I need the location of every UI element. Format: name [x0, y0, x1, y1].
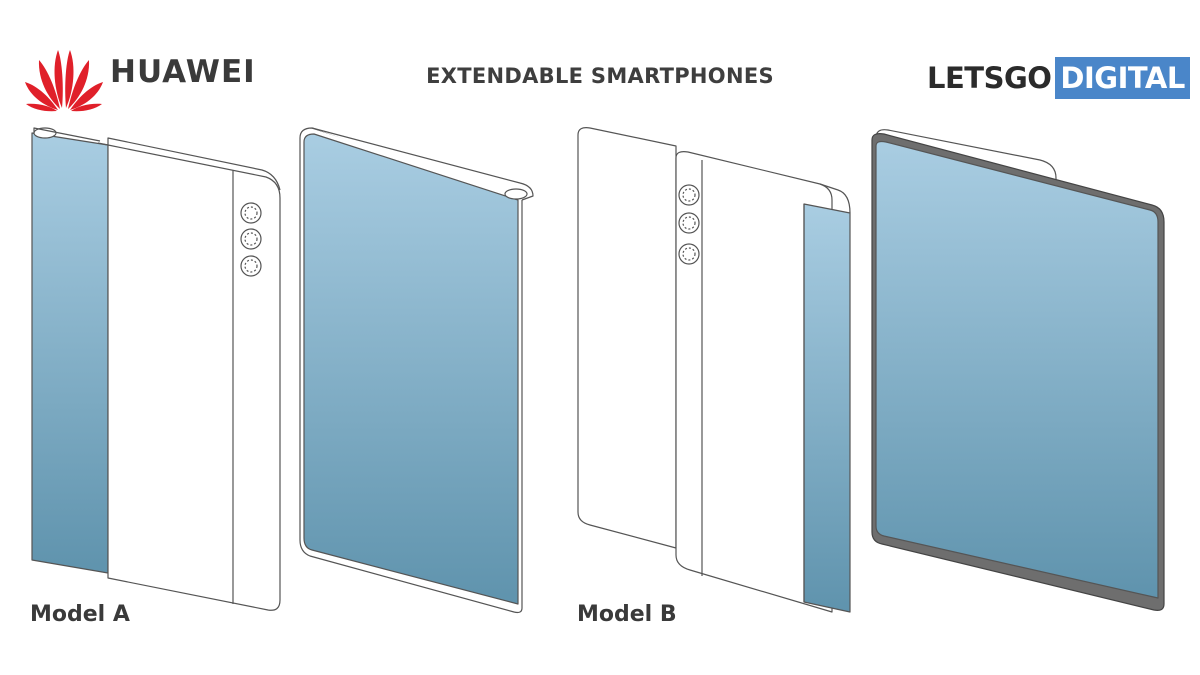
caption-model-b: Model B	[577, 602, 677, 627]
logo-text-letsgo: LETSGO	[927, 61, 1052, 95]
caption-model-a: Model A	[30, 602, 130, 627]
camera-lens-icon	[678, 243, 700, 265]
model-b-rear-view	[577, 127, 851, 613]
model-a-front-view	[299, 127, 534, 614]
camera-lens-icon	[678, 184, 700, 206]
page-title: EXTENDABLE SMARTPHONES	[426, 64, 774, 88]
letsgodigital-logo: LETSGO DIGITAL	[927, 57, 1190, 99]
huawei-flower-icon	[25, 50, 103, 112]
model-b-front-view	[871, 129, 1165, 611]
huawei-wordmark: HUAWEI	[110, 54, 256, 90]
camera-lens-icon	[240, 255, 262, 277]
logo-text-digital: DIGITAL	[1055, 57, 1190, 99]
huawei-logo: HUAWEI	[24, 46, 294, 112]
camera-lens-icon	[678, 212, 700, 234]
camera-lens-icon	[240, 228, 262, 250]
model-a-rear-view	[31, 127, 281, 611]
camera-lens-icon	[240, 202, 262, 224]
